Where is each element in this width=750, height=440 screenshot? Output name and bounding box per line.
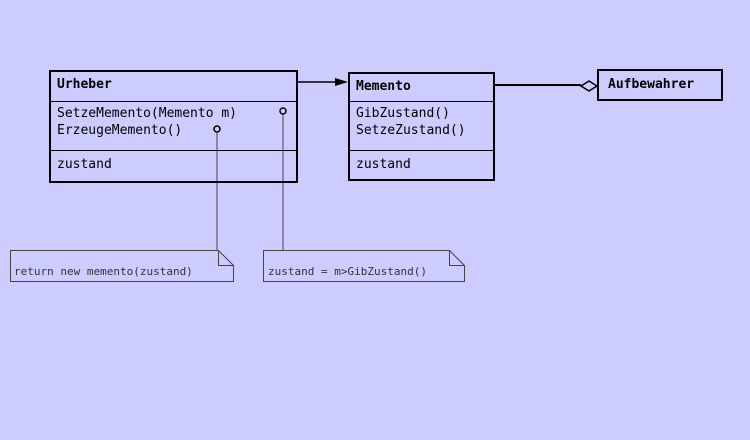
urheber-operation-erzeugememento: ErzeugeMemento()	[57, 123, 183, 138]
memento-attribute-zustand: zustand	[356, 157, 411, 172]
note2-box	[263, 250, 465, 282]
urheber-operation-setzememento: SetzeMemento(Memento m)	[57, 106, 238, 121]
note1-anchor-dot	[213, 125, 221, 133]
aufbewahrer-class-name: Aufbewahrer	[608, 77, 695, 92]
class-urheber: Urheber SetzeMemento(Memento m) ErzeugeM…	[49, 70, 298, 183]
note2-anchor-dot	[279, 107, 287, 115]
urheber-name-compartment: Urheber	[51, 72, 296, 101]
class-aufbewahrer: Aufbewahrer	[597, 69, 723, 101]
urheber-operations: SetzeMemento(Memento m) ErzeugeMemento()	[51, 101, 296, 150]
memento-operation-setzezustand: SetzeZustand()	[356, 123, 466, 138]
memento-class-name: Memento	[356, 79, 411, 94]
note-setzememento-text: zustand = m>GibZustand()	[268, 265, 427, 278]
class-memento: Memento GibZustand() SetzeZustand() zust…	[348, 72, 495, 181]
memento-operation-gibzustand: GibZustand()	[356, 106, 450, 121]
note1-fold	[218, 250, 234, 266]
urheber-attribute-zustand: zustand	[57, 157, 112, 172]
memento-name-compartment: Memento	[350, 74, 493, 101]
urheber-class-name: Urheber	[57, 77, 112, 92]
note1-box	[10, 250, 234, 282]
urheber-memento-arrowhead	[335, 78, 348, 86]
urheber-attributes: zustand	[51, 150, 296, 173]
note2-fold	[449, 250, 465, 266]
memento-attributes: zustand	[350, 150, 493, 173]
note-erzeugememento-text: return new memento(zustand)	[14, 265, 193, 278]
memento-operations: GibZustand() SetzeZustand()	[350, 101, 493, 150]
